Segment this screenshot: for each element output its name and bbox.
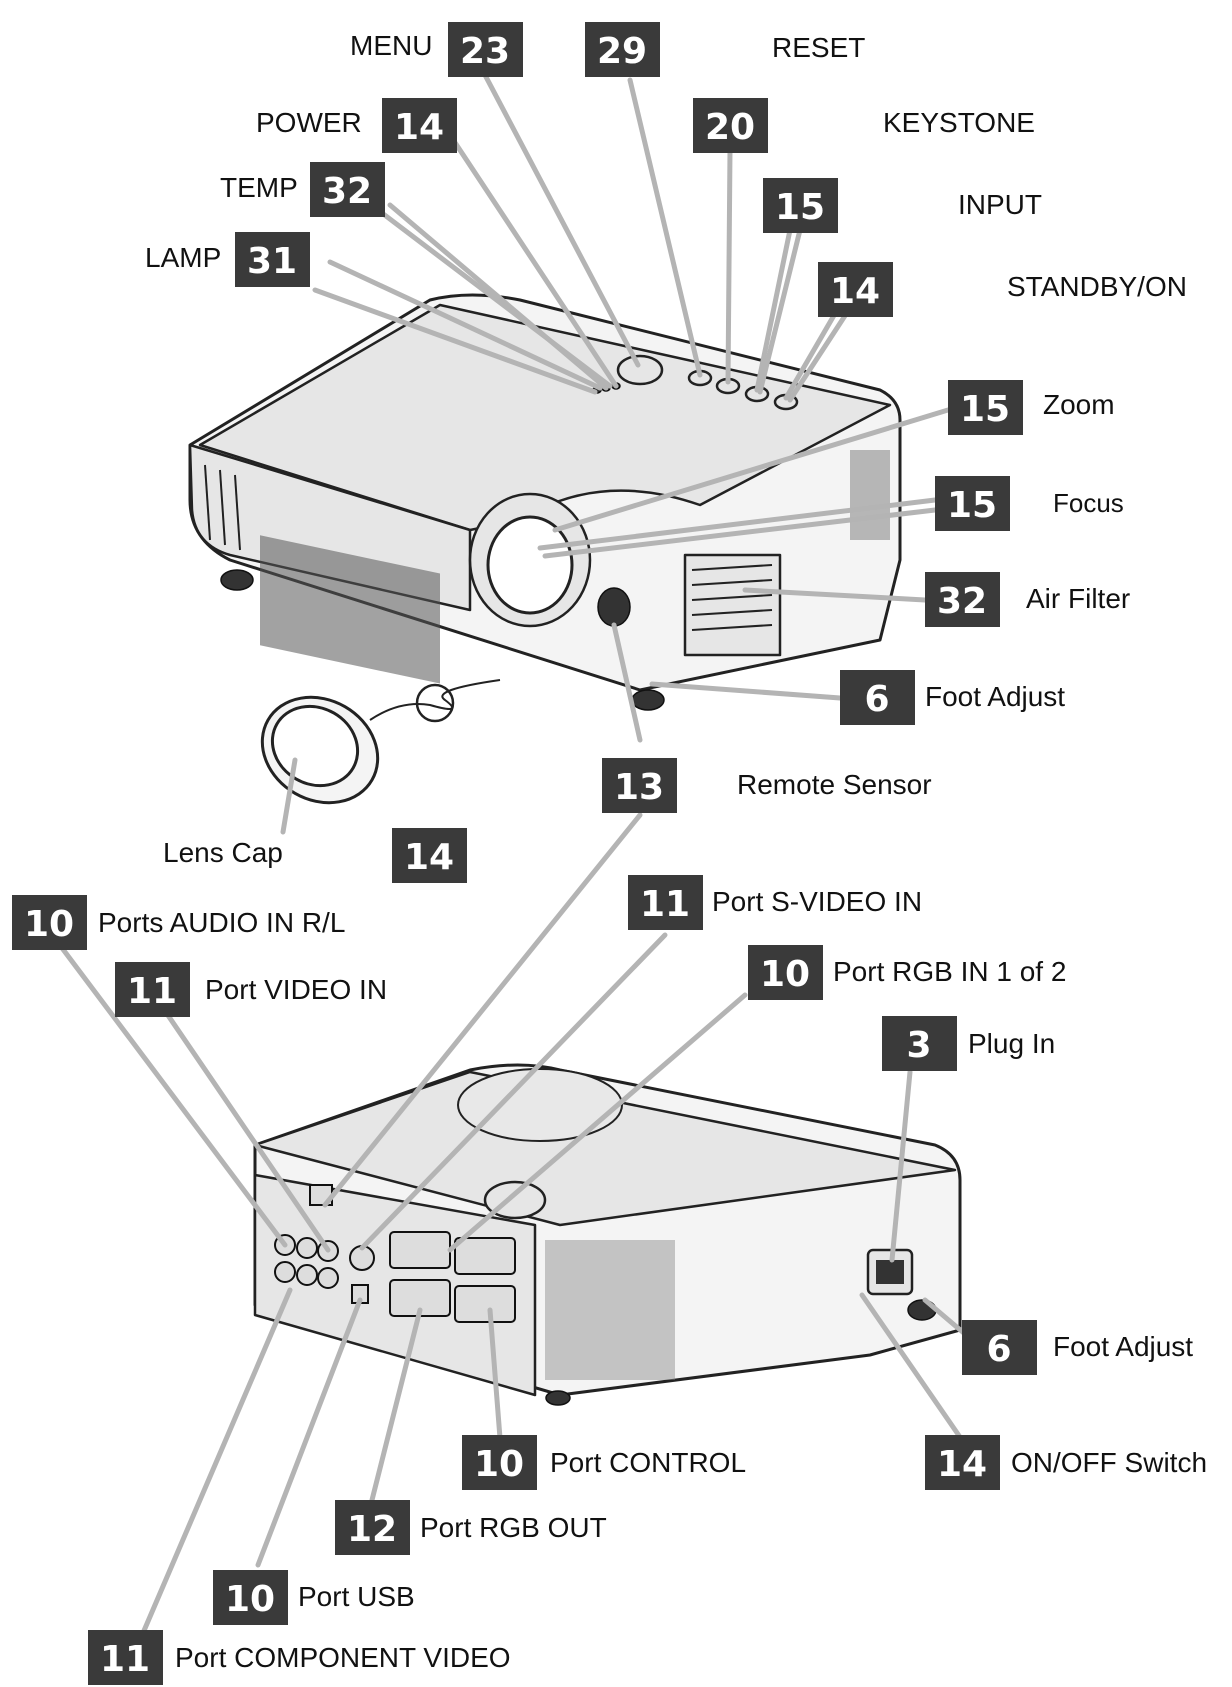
svg-text:6: 6 <box>864 679 889 720</box>
badge-control: 10 <box>462 1435 537 1490</box>
svg-text:14: 14 <box>394 107 444 148</box>
badge-lenscap: 14 <box>392 828 467 883</box>
svg-text:32: 32 <box>322 171 372 212</box>
svg-text:3: 3 <box>906 1025 931 1066</box>
svg-text:15: 15 <box>775 187 825 228</box>
control-pad <box>616 354 664 386</box>
badge-lamp: 31 <box>235 232 310 287</box>
badge-audio: 10 <box>12 895 87 950</box>
projector-front-view <box>188 293 902 805</box>
badge-component: 11 <box>88 1630 163 1685</box>
badge-menu: 23 <box>448 22 523 77</box>
svg-text:14: 14 <box>830 271 880 312</box>
badge-standby: 14 <box>818 262 893 317</box>
badge-airfilter: 32 <box>925 572 1000 627</box>
label-remote: Remote Sensor <box>737 769 932 800</box>
left-vent-slots <box>204 464 440 684</box>
label-rgbout: Port RGB OUT <box>420 1512 607 1543</box>
badge-keystone: 20 <box>693 98 768 153</box>
front-foot-left <box>220 569 254 591</box>
label-airfilter: Air Filter <box>1026 583 1130 614</box>
label-videoin: Port VIDEO IN <box>205 974 387 1005</box>
label-footadjust1: Foot Adjust <box>925 681 1065 712</box>
svg-text:11: 11 <box>640 884 690 925</box>
label-temp: TEMP <box>220 172 298 203</box>
label-rgbin: Port RGB IN 1 of 2 <box>833 956 1066 987</box>
label-onoff: ON/OFF Switch <box>1011 1447 1207 1478</box>
badge-remote: 13 <box>602 758 677 813</box>
lens <box>486 515 574 615</box>
badge-plugin: 3 <box>882 1016 957 1071</box>
callout-badges: 23 29 14 20 32 15 31 14 15 15 32 6 13 14… <box>12 22 1037 1685</box>
svg-text:14: 14 <box>937 1444 987 1485</box>
badge-focus: 15 <box>935 476 1010 531</box>
svg-text:11: 11 <box>100 1639 150 1680</box>
label-usb: Port USB <box>298 1581 415 1612</box>
label-control: Port CONTROL <box>550 1447 746 1478</box>
svg-text:31: 31 <box>247 241 297 282</box>
front-foot-right <box>631 689 665 711</box>
label-power: POWER <box>256 107 362 138</box>
label-footadjust2: Foot Adjust <box>1053 1331 1193 1362</box>
projector-rear-view <box>253 1063 962 1406</box>
label-standby: STANDBY/ON <box>1007 271 1187 302</box>
badge-temp: 32 <box>310 162 385 217</box>
label-reset: RESET <box>772 32 865 63</box>
svg-text:10: 10 <box>225 1579 275 1620</box>
label-svideo: Port S-VIDEO IN <box>712 886 922 917</box>
audio-video-jacks <box>274 1234 339 1289</box>
lamp-door <box>457 1068 623 1142</box>
label-menu: MENU <box>350 30 432 61</box>
label-component: Port COMPONENT VIDEO <box>175 1642 511 1673</box>
svg-text:29: 29 <box>597 31 647 72</box>
svg-text:14: 14 <box>404 837 454 878</box>
badge-rgbout: 12 <box>335 1500 410 1555</box>
svg-text:13: 13 <box>614 767 664 808</box>
svg-text:11: 11 <box>127 971 177 1012</box>
air-filter <box>683 553 782 657</box>
label-focus: Focus <box>1053 488 1124 518</box>
remote-sensor <box>597 587 631 627</box>
svg-text:12: 12 <box>347 1509 397 1550</box>
label-lenscap: Lens Cap <box>163 837 283 868</box>
svg-text:32: 32 <box>937 581 987 622</box>
svg-text:15: 15 <box>947 485 997 526</box>
label-plugin: Plug In <box>968 1028 1055 1059</box>
badge-29: 29 <box>585 22 660 77</box>
label-lamp: LAMP <box>145 242 221 273</box>
leader-lines <box>59 72 975 1643</box>
badge-usb: 10 <box>213 1570 288 1625</box>
label-input: INPUT <box>958 189 1042 220</box>
badge-svideo: 11 <box>628 875 703 930</box>
svg-text:10: 10 <box>24 904 74 945</box>
d-sub-ports <box>389 1231 516 1323</box>
label-zoom: Zoom <box>1043 389 1115 420</box>
badge-footadjust2: 6 <box>962 1320 1037 1375</box>
badge-videoin: 11 <box>115 962 190 1017</box>
badge-input: 15 <box>763 178 838 233</box>
svg-text:10: 10 <box>474 1444 524 1485</box>
svg-text:20: 20 <box>705 107 755 148</box>
badge-onoff: 14 <box>925 1435 1000 1490</box>
badge-power: 14 <box>382 98 457 153</box>
callout-labels: MENU RESET POWER KEYSTONE TEMP INPUT LAM… <box>98 30 1207 1673</box>
badge-rgbin: 10 <box>748 945 823 1000</box>
badge-zoom: 15 <box>948 380 1023 435</box>
svg-text:15: 15 <box>960 389 1010 430</box>
svg-text:10: 10 <box>760 954 810 995</box>
badge-footadjust1: 6 <box>840 670 915 725</box>
svg-text:23: 23 <box>460 31 510 72</box>
svg-text:6: 6 <box>986 1329 1011 1370</box>
label-keystone: KEYSTONE <box>883 107 1035 138</box>
label-audio: Ports AUDIO IN R/L <box>98 907 345 938</box>
